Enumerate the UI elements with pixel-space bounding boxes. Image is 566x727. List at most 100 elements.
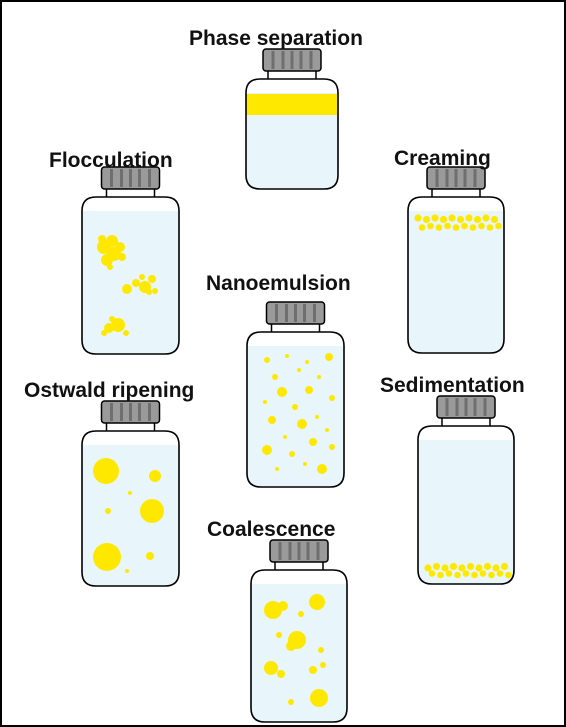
droplet <box>123 330 129 336</box>
droplet <box>264 661 278 675</box>
droplet <box>268 416 276 424</box>
droplet <box>492 564 500 572</box>
droplet <box>303 462 307 466</box>
flocculation-contents <box>82 211 179 354</box>
oil-layer <box>246 94 338 115</box>
droplet <box>427 222 434 230</box>
droplet <box>297 419 307 429</box>
droplet <box>292 404 298 410</box>
ostwald-ripening-bottle <box>81 400 180 587</box>
droplet <box>107 264 113 270</box>
label-sedimentation: Sedimentation <box>380 374 525 397</box>
phase-separation-contents <box>246 93 338 189</box>
droplet <box>490 215 499 224</box>
label-nanoemulsion: Nanoemulsion <box>206 272 351 295</box>
droplet <box>305 386 313 394</box>
droplet <box>475 564 483 572</box>
droplet <box>495 222 502 230</box>
droplet <box>149 470 161 482</box>
droplet <box>98 235 106 243</box>
flocculation-outline <box>81 196 180 355</box>
droplet <box>461 222 468 230</box>
droplet <box>128 491 132 495</box>
droplet <box>263 400 267 404</box>
droplet <box>278 601 288 611</box>
droplet <box>422 215 431 224</box>
nanoemulsion-liquid <box>247 346 344 487</box>
droplet <box>272 374 278 380</box>
droplet <box>454 571 461 579</box>
droplet <box>286 641 296 651</box>
ostwald-ripening-contents <box>82 445 179 586</box>
droplet <box>101 330 107 336</box>
droplet <box>317 464 327 474</box>
droplet <box>456 215 465 224</box>
droplet <box>448 214 456 222</box>
droplet <box>93 543 121 571</box>
sedimentation-outline <box>417 425 515 585</box>
droplet <box>309 438 317 446</box>
droplet <box>146 552 154 560</box>
droplet <box>283 435 287 439</box>
droplet <box>478 222 485 230</box>
creaming-bottle <box>407 166 505 354</box>
droplet <box>298 611 304 617</box>
droplet <box>262 445 272 455</box>
flocculation-bottle <box>81 166 180 355</box>
droplet <box>315 415 319 419</box>
droplet <box>297 368 301 372</box>
droplet <box>435 224 443 231</box>
droplet <box>276 632 282 638</box>
droplet <box>496 570 504 577</box>
droplet <box>285 354 289 358</box>
droplet <box>458 564 466 572</box>
droplet <box>471 571 478 579</box>
droplet <box>414 214 422 222</box>
label-phase-separation: Phase separation <box>189 27 363 50</box>
droplet <box>109 316 115 322</box>
droplet <box>488 571 495 579</box>
droplet <box>111 318 125 332</box>
droplet <box>469 224 477 231</box>
label-flocculation: Flocculation <box>49 149 173 172</box>
droplet <box>428 570 436 577</box>
droplet <box>310 689 328 707</box>
droplet <box>152 288 158 294</box>
droplet <box>482 214 490 222</box>
droplet <box>424 564 432 572</box>
coalescence-liquid <box>251 584 347 722</box>
droplet <box>483 562 492 571</box>
sedimentation-liquid <box>418 440 514 584</box>
droplet <box>139 274 145 280</box>
droplet <box>325 428 329 432</box>
phase-separation-bottle <box>245 48 339 190</box>
droplet <box>441 564 449 572</box>
droplet <box>462 570 470 577</box>
droplet <box>439 215 448 224</box>
droplet <box>148 275 156 283</box>
droplet <box>118 253 126 261</box>
droplet <box>264 357 270 363</box>
droplet <box>465 214 473 222</box>
droplet <box>125 569 129 573</box>
phase-separation-outline <box>245 78 339 190</box>
droplet <box>320 662 326 668</box>
droplet <box>264 601 282 619</box>
coalescence-bottle <box>250 539 348 723</box>
droplet <box>122 284 132 294</box>
label-creaming: Creaming <box>394 147 491 170</box>
droplet <box>115 242 125 252</box>
droplet <box>105 508 111 514</box>
droplet <box>104 323 114 333</box>
droplet <box>140 499 164 523</box>
droplet <box>473 215 482 224</box>
droplet <box>444 222 451 230</box>
droplet <box>277 387 287 397</box>
droplet <box>289 451 295 457</box>
ostwald-ripening-outline <box>81 430 180 587</box>
droplet <box>329 395 335 401</box>
droplet <box>431 214 439 222</box>
droplet <box>309 594 325 610</box>
droplet <box>445 570 453 577</box>
